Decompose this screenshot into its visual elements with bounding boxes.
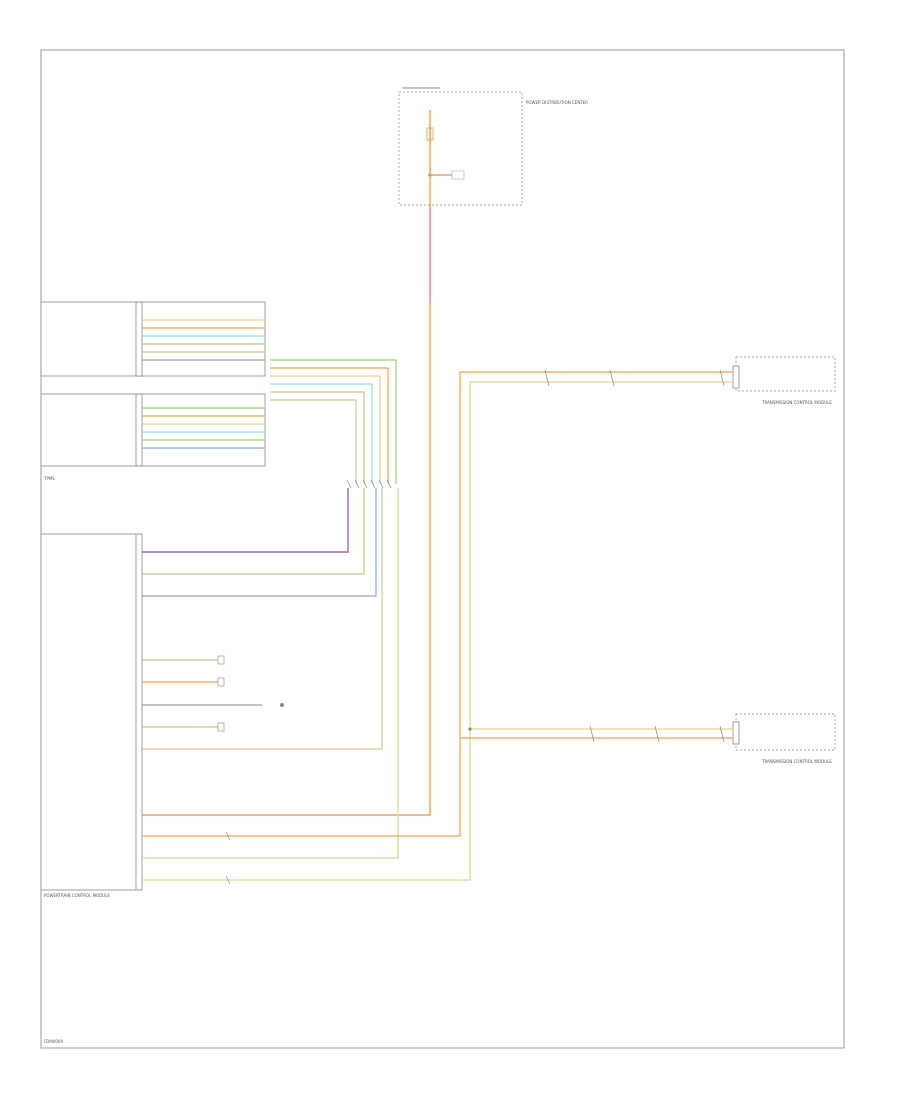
- upper-right-module-label: TRANSMISSION CONTROL MODULE: [761, 400, 832, 405]
- upper-right-connector: [735, 356, 836, 392]
- fuse-box: [398, 91, 523, 206]
- bus-wire-upper-orange: [142, 371, 733, 837]
- lower-right-connector: [735, 713, 836, 751]
- footer-code: FDM0000: [44, 1039, 63, 1044]
- module-pin-strip: [135, 533, 143, 891]
- powertrain-control-module: [40, 533, 138, 891]
- middle-connector-block: [40, 393, 266, 467]
- ground-icon: [280, 703, 284, 707]
- upper-connector-block: [40, 301, 266, 377]
- diagram-frame: [40, 49, 845, 1049]
- switch-icon-1: [217, 655, 225, 665]
- splice-dot: [468, 727, 472, 731]
- harness-wire-yellow: [270, 375, 381, 484]
- upper-right-connector-pins: [732, 365, 740, 389]
- module-wire-olive: [142, 488, 365, 575]
- fuse-box-label: POWER DISTRIBUTION CENTER: [526, 100, 588, 105]
- harness-wire-tan: [270, 399, 357, 484]
- switch-icon-3: [217, 722, 225, 732]
- bus-connector-marks: [225, 369, 725, 885]
- lower-right-connector-pins: [732, 721, 740, 745]
- fuse-branch-relay: [451, 170, 465, 180]
- power-feed-wire: [142, 110, 431, 816]
- upper-connector-pins: [135, 301, 143, 377]
- harness-wire-cyan: [270, 383, 373, 484]
- switch-icon-2: [217, 677, 225, 687]
- module-wire-blue: [142, 488, 377, 597]
- middle-connector-pins: [135, 393, 143, 467]
- bus-wire-upper-yellow: [142, 381, 733, 881]
- module-wire-yellow: [142, 488, 399, 859]
- harness-wire-olive: [270, 391, 365, 484]
- bundle-connector-marks: [346, 479, 392, 489]
- module-wire-violet: [142, 488, 349, 553]
- lower-right-module-label: TRANSMISSION CONTROL MODULE: [761, 759, 832, 764]
- harness-wire-orange: [270, 367, 389, 484]
- module-wire-tan: [142, 488, 383, 750]
- left-module-label: POWERTRAIN CONTROL MODULE: [44, 893, 110, 898]
- side-label: TPMS: [43, 476, 55, 481]
- harness-wire-green: [270, 359, 397, 484]
